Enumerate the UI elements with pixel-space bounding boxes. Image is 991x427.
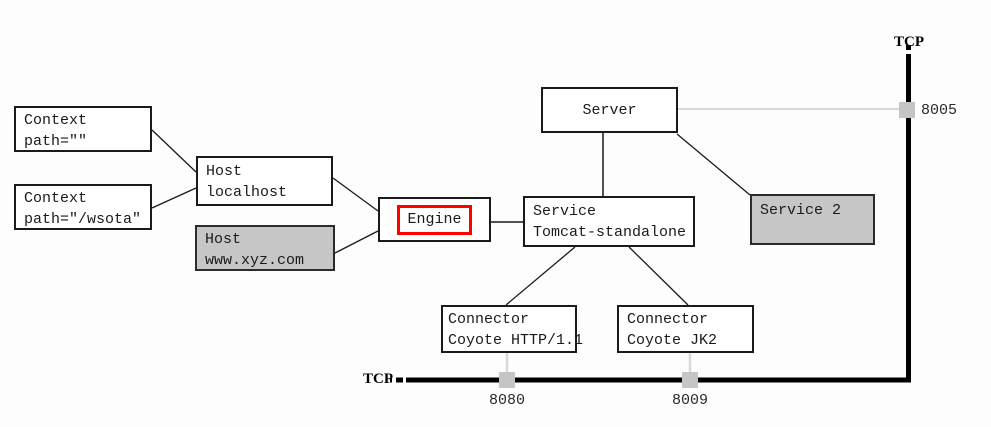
line-context2-to-hostlocalhost bbox=[151, 187, 197, 209]
port-marker-8005 bbox=[899, 102, 915, 118]
node-host-xyz-line2: www.xyz.com bbox=[205, 252, 305, 269]
node-context-wsota-line2: path="/wsota" bbox=[24, 211, 142, 228]
node-connector-http-line2: Coyote HTTP/1.1 bbox=[448, 332, 584, 349]
tcp-label-bottom: TCP bbox=[363, 371, 393, 387]
line-service-to-connector-jk2 bbox=[628, 246, 689, 306]
line-service-to-connector-http bbox=[505, 246, 576, 306]
port-label-8009: 8009 bbox=[671, 392, 708, 409]
tcp-label-top: TCP bbox=[894, 34, 924, 50]
port-marker-8009 bbox=[682, 372, 698, 388]
line-context1-to-hostlocalhost bbox=[151, 129, 197, 173]
port-marker-8080 bbox=[499, 372, 515, 388]
line-hostxyz-to-engine bbox=[334, 230, 379, 254]
node-engine: Engine bbox=[378, 197, 491, 242]
line-server-to-service2 bbox=[676, 133, 751, 196]
node-connector-coyote-jk2: Connector Coyote JK2 bbox=[617, 305, 754, 353]
node-context-wsota-line1: Context bbox=[24, 190, 88, 207]
port-label-8080: 8080 bbox=[488, 392, 525, 409]
node-host-localhost-line1: Host bbox=[206, 163, 243, 180]
node-connector-coyote-http: Connector Coyote HTTP/1.1 bbox=[441, 305, 584, 353]
node-connector-http-line1: Connector bbox=[448, 311, 530, 328]
node-service-tomcat-standalone: Service Tomcat-standalone bbox=[523, 196, 695, 247]
node-context-root-line1: Context bbox=[24, 112, 88, 129]
node-host-xyz: Host www.xyz.com bbox=[195, 225, 335, 271]
node-connector-jk2-line1: Connector bbox=[627, 311, 709, 328]
node-server: Server bbox=[541, 87, 678, 133]
node-service2-label: Service 2 bbox=[760, 202, 842, 219]
node-host-localhost: Host localhost bbox=[196, 156, 333, 206]
node-service-line2: Tomcat-standalone bbox=[533, 224, 687, 241]
node-connector-jk2-line2: Coyote JK2 bbox=[627, 332, 718, 349]
node-service2: Service 2 bbox=[750, 194, 875, 245]
node-server-label: Server bbox=[582, 101, 637, 119]
node-host-localhost-line2: localhost bbox=[206, 184, 288, 201]
node-context-root-line2: path="" bbox=[24, 133, 88, 150]
line-hostlocalhost-to-engine bbox=[332, 177, 379, 212]
node-engine-label: Engine bbox=[407, 210, 462, 228]
node-service-line1: Service bbox=[533, 203, 597, 220]
node-host-xyz-line1: Host bbox=[205, 231, 242, 248]
engine-highlight-box: Engine bbox=[397, 204, 472, 235]
node-context-root: Context path="" bbox=[14, 106, 152, 152]
node-context-wsota: Context path="/wsota" bbox=[14, 184, 152, 230]
port-label-8005: 8005 bbox=[921, 102, 958, 119]
